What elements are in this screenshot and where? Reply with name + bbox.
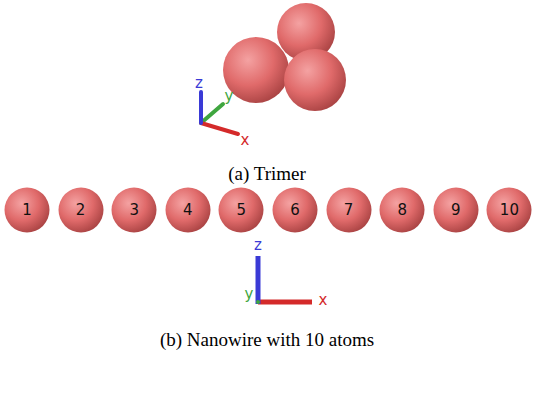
atom-number: 6 <box>272 187 318 233</box>
atom-sphere: 1 <box>4 187 50 233</box>
atom-sphere: 8 <box>379 187 425 233</box>
atom-number: 3 <box>111 187 157 233</box>
caption: (b) Nanowire with 10 atoms <box>160 329 374 351</box>
atom-number: 8 <box>379 187 425 233</box>
atom-number: 10 <box>486 187 532 233</box>
axes <box>256 256 312 304</box>
axis-label: y <box>225 87 234 105</box>
atom <box>284 49 346 111</box>
sphere <box>58 188 103 233</box>
atom-number: 1 <box>4 187 50 233</box>
trimer <box>223 3 346 111</box>
axis-label: z <box>195 74 203 92</box>
sphere <box>5 188 50 233</box>
axis-label: y <box>245 285 254 303</box>
sphere <box>433 188 478 233</box>
atom-number: 4 <box>165 187 211 233</box>
sphere <box>380 188 425 233</box>
sphere <box>165 188 210 233</box>
atom-number: 7 <box>326 187 372 233</box>
caption: (a) Trimer <box>228 163 306 185</box>
atom-sphere: 4 <box>165 187 211 233</box>
sphere <box>112 188 157 233</box>
atom-sphere: 2 <box>58 187 104 233</box>
sphere <box>487 188 532 233</box>
atom-sphere: 7 <box>326 187 372 233</box>
atom-number: 5 <box>218 187 264 233</box>
atom-sphere: 9 <box>433 187 479 233</box>
axis-label: x <box>241 131 250 149</box>
axis-label: x <box>319 291 328 309</box>
atom-sphere: 3 <box>111 187 157 233</box>
atom-sphere: 10 <box>486 187 532 233</box>
atom-sphere: 6 <box>272 187 318 233</box>
atom-number: 9 <box>433 187 479 233</box>
atom-number: 2 <box>58 187 104 233</box>
axis-label: z <box>254 236 262 254</box>
sphere <box>273 188 318 233</box>
sphere <box>326 188 371 233</box>
atom-sphere: 5 <box>218 187 264 233</box>
sphere <box>219 188 264 233</box>
